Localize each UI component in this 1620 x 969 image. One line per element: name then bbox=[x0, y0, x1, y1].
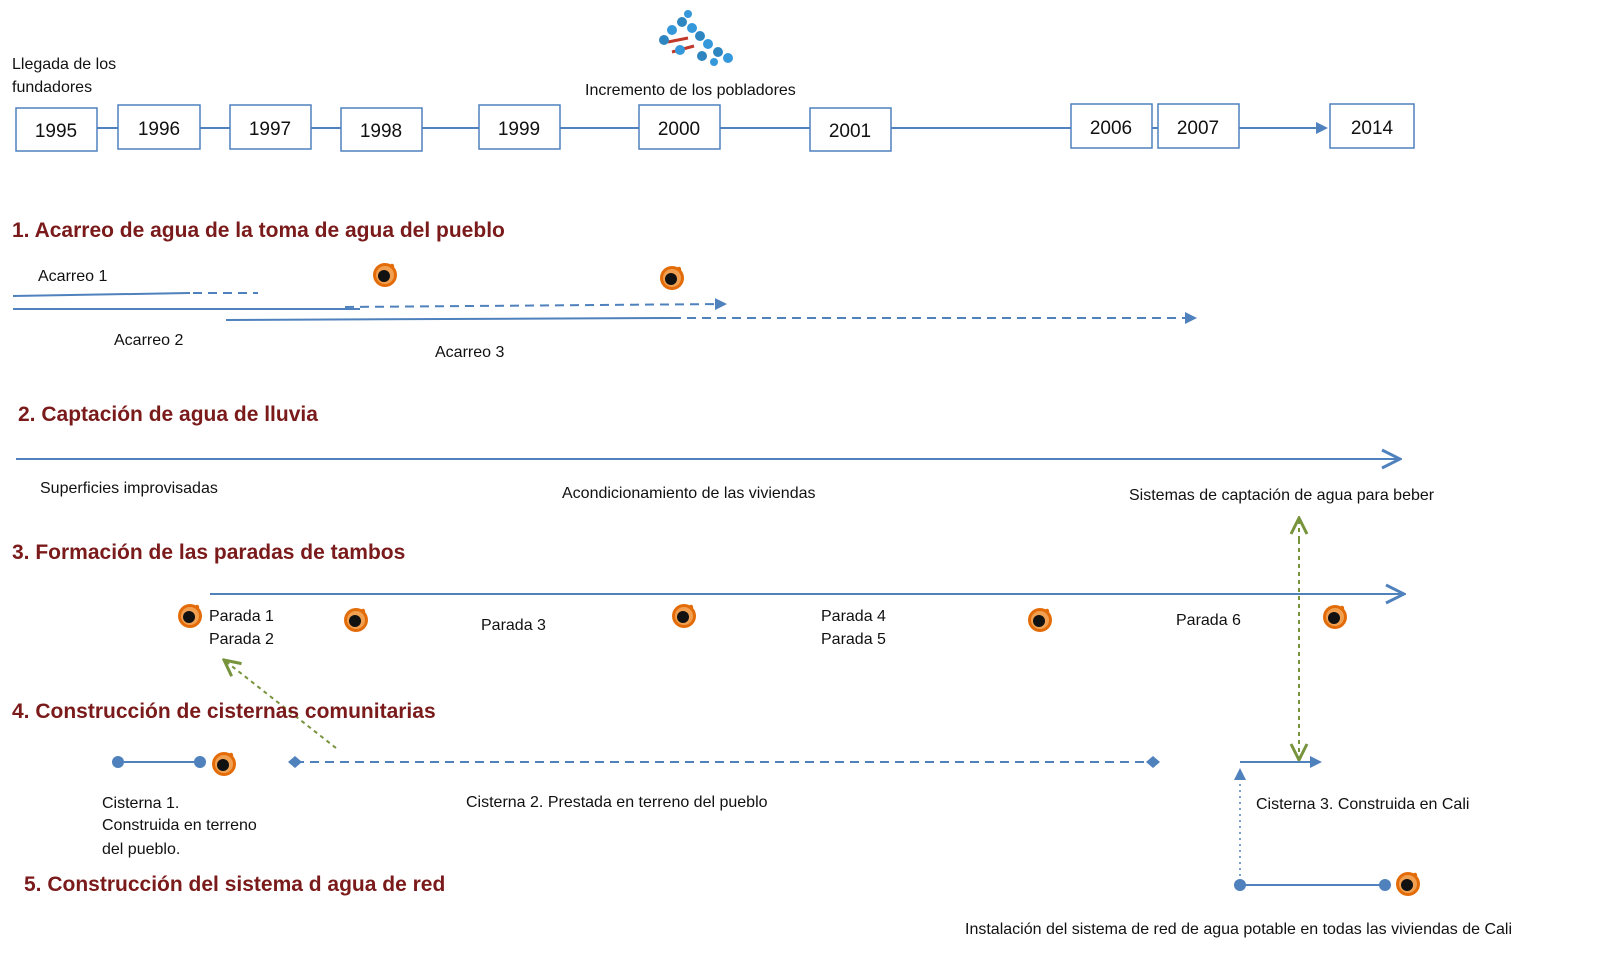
cisterna-1-start-dot bbox=[112, 756, 124, 768]
captacion-label-3: Sistemas de captación de agua para beber bbox=[1129, 487, 1435, 504]
year-label: 1998 bbox=[360, 121, 402, 142]
captacion-label-2: Acondicionamiento de las viviendas bbox=[562, 485, 815, 502]
acarreo-1-label: Acarreo 1 bbox=[38, 268, 107, 285]
year-label: 1997 bbox=[249, 119, 291, 140]
people-group-icon bbox=[659, 10, 733, 66]
cisterna-3-label: Cisterna 3. Construida en Cali bbox=[1256, 796, 1469, 813]
year-box: 2014 bbox=[1329, 103, 1415, 149]
red-start-dot bbox=[1234, 879, 1246, 891]
year-box: 2000 bbox=[638, 104, 721, 150]
section-5-title: 5. Construcción del sistema d agua de re… bbox=[24, 873, 445, 896]
year-box: 1997 bbox=[229, 104, 312, 150]
year-label: 2001 bbox=[829, 121, 871, 142]
captacion-label-1: Superficies improvisadas bbox=[40, 480, 218, 497]
year-label: 2000 bbox=[658, 119, 700, 140]
timeline: Llegada de los fundadores Incremento de … bbox=[12, 10, 1415, 152]
year-box: 1996 bbox=[117, 104, 201, 150]
parada-5-label: Parada 5 bbox=[821, 631, 886, 648]
section-2-title: 2. Captación de agua de lluvia bbox=[18, 403, 318, 426]
red-label: Instalación del sistema de red de agua p… bbox=[965, 921, 1512, 938]
cisterna-2-label: Cisterna 2. Prestada en terreno del pueb… bbox=[466, 794, 768, 811]
acarreo-2-arrow bbox=[344, 298, 727, 311]
red-end-dot bbox=[1379, 879, 1391, 891]
event-marker-icon bbox=[1396, 872, 1420, 896]
section-3-title: 3. Formación de las paradas de tambos bbox=[12, 541, 405, 564]
cisterna-1-label-line2: Construida en terreno bbox=[102, 817, 257, 834]
event-marker-icon bbox=[1323, 605, 1347, 629]
section-paradas: 3. Formación de las paradas de tambos Pa… bbox=[12, 541, 1404, 648]
event-marker-icon bbox=[212, 752, 236, 776]
year-label: 1996 bbox=[138, 119, 180, 140]
section-cisternas: 4. Construcción de cisternas comunitaria… bbox=[12, 700, 1469, 858]
year-box: 2007 bbox=[1157, 103, 1240, 149]
event-marker-icon bbox=[344, 608, 368, 632]
year-box: 1999 bbox=[478, 104, 561, 150]
cisterna-1-end-dot bbox=[194, 756, 206, 768]
acarreo-1-line bbox=[12, 292, 191, 297]
parada-4-label: Parada 4 bbox=[821, 608, 886, 625]
cisterna-1-label-line3: del pueblo. bbox=[102, 841, 180, 858]
section-acarreo: 1. Acarreo de agua de la toma de agua de… bbox=[12, 219, 1197, 361]
parada-2-label: Parada 2 bbox=[209, 631, 274, 648]
acarreo-3-line bbox=[225, 317, 673, 321]
year-label: 1995 bbox=[35, 121, 77, 142]
growth-label: Incremento de los pobladores bbox=[585, 82, 796, 99]
section-captacion: 2. Captación de agua de lluvia Superfici… bbox=[16, 403, 1435, 504]
parada-1-label: Parada 1 bbox=[209, 608, 274, 625]
section-4-title: 4. Construcción de cisternas comunitaria… bbox=[12, 700, 436, 723]
year-label: 1999 bbox=[498, 119, 540, 140]
section-1-title: 1. Acarreo de agua de la toma de agua de… bbox=[12, 219, 505, 242]
year-label: 2007 bbox=[1177, 118, 1219, 139]
year-label: 2006 bbox=[1090, 118, 1132, 139]
cisterna-2-end-diamond bbox=[1146, 756, 1160, 768]
year-label: 2014 bbox=[1351, 118, 1394, 139]
year-box: 2006 bbox=[1070, 103, 1153, 149]
relation-arrows bbox=[224, 518, 1299, 760]
founders-label-line1: Llegada de los bbox=[12, 56, 116, 73]
event-marker-icon bbox=[373, 263, 397, 287]
acarreo-2-label: Acarreo 2 bbox=[114, 332, 183, 349]
parada-6-label: Parada 6 bbox=[1176, 612, 1241, 629]
acarreo-3-label: Acarreo 3 bbox=[435, 344, 504, 361]
event-marker-icon bbox=[178, 604, 202, 628]
section-red: 5. Construcción del sistema d agua de re… bbox=[24, 768, 1512, 938]
founders-label-line2: fundadores bbox=[12, 79, 92, 96]
cisterna-1-label-line1: Cisterna 1. bbox=[102, 795, 179, 812]
event-marker-icon bbox=[1028, 608, 1052, 632]
year-box: 2001 bbox=[809, 107, 892, 152]
cisterna-2-start-diamond bbox=[288, 756, 302, 768]
parada-3-label: Parada 3 bbox=[481, 617, 546, 634]
year-box: 1995 bbox=[15, 107, 98, 152]
event-marker-icon bbox=[672, 604, 696, 628]
year-box: 1998 bbox=[340, 107, 423, 152]
event-marker-icon bbox=[660, 266, 684, 290]
